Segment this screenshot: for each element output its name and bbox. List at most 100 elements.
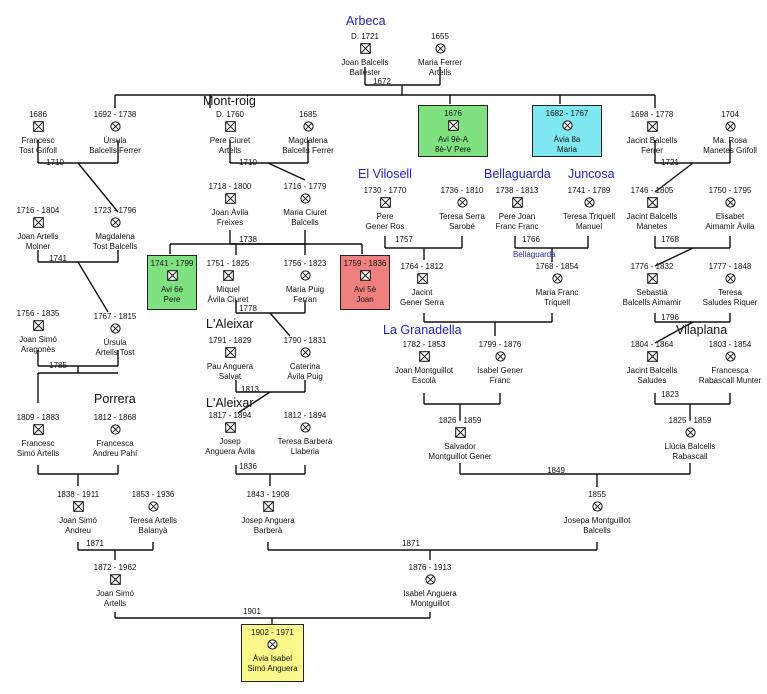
male-square-icon xyxy=(418,351,430,362)
person-name-line: Pere Ciuret xyxy=(209,136,251,145)
person-dates: 1692 - 1738 xyxy=(93,110,137,119)
person-name-line: Maria xyxy=(556,145,577,154)
person-name-line: Sarobé xyxy=(449,222,475,231)
person-name-line: Joan Balcells xyxy=(341,58,389,67)
female-circle-icon xyxy=(109,121,121,132)
person-name-line: Ballester xyxy=(349,68,381,77)
male-square-icon xyxy=(166,270,178,281)
person-name-line: Montguillot xyxy=(410,599,450,608)
male-square-icon xyxy=(222,270,234,281)
person-name-line: Llúcia Balcells xyxy=(664,442,716,451)
person-dates: 1716 - 1804 xyxy=(16,206,60,215)
person-dates: 1790 - 1831 xyxy=(283,336,327,345)
person-name-line: Artells Tost xyxy=(95,348,135,357)
person-dates: 1756 - 1835 xyxy=(16,309,60,318)
place-label: El Vilosell xyxy=(358,167,412,181)
marriage-year: 1768 xyxy=(661,235,679,244)
person-dates: 1682 - 1767 xyxy=(545,109,589,118)
person-name-line: Maria Ciuret xyxy=(283,208,327,217)
female-circle-icon xyxy=(267,639,278,650)
marriage-year: 1823 xyxy=(661,390,679,399)
person-name-line: Pere Joan xyxy=(498,212,536,221)
person-name-line: Salvador xyxy=(444,442,476,451)
person-name-line: Úrsula xyxy=(103,338,127,347)
person-dates: 1767 - 1815 xyxy=(93,312,137,321)
person-name-line: Àvila Puig xyxy=(287,372,323,381)
marriage-year: 1849 xyxy=(547,466,565,475)
person-name-line: Aragonès xyxy=(20,345,56,354)
marriage-year: 1813 xyxy=(241,385,259,394)
male-square-icon xyxy=(646,197,658,208)
person-dates: 1777 - 1848 xyxy=(708,262,752,271)
person-dates: 1803 - 1854 xyxy=(708,340,752,349)
person-dates: 1791 - 1829 xyxy=(208,336,252,345)
person-name-line: Balcells xyxy=(583,526,611,535)
marriage-year: 1738 xyxy=(239,235,257,244)
person-dates: 1676 xyxy=(444,109,462,118)
person-dates: 1817 - 1894 xyxy=(208,411,252,420)
person-name-line: Ma. Rosa xyxy=(712,136,748,145)
male-square-icon xyxy=(416,273,428,284)
person-name-line: Joan Simó xyxy=(96,589,134,598)
person-dates: 1876 - 1913 xyxy=(408,563,452,572)
person-name-line: Artells xyxy=(428,68,452,77)
marriage-year: 1710 xyxy=(46,158,64,167)
person-name-line: Aimamir Àvila xyxy=(705,222,755,231)
person-name-line: Manuel xyxy=(575,222,603,231)
person-name-line: Rabascall xyxy=(672,452,708,461)
female-circle-icon xyxy=(583,197,595,208)
person-name-line: Joan Montguillot xyxy=(394,366,454,375)
person-dates: 1812 - 1894 xyxy=(283,411,327,420)
